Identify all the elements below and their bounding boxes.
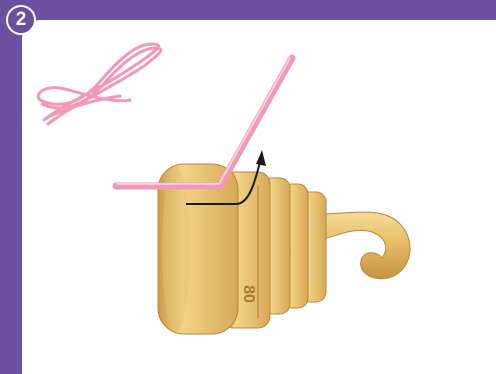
thread-loop-icon bbox=[38, 44, 161, 124]
hook bbox=[318, 212, 410, 279]
part-marking: 80 bbox=[240, 285, 257, 303]
step-number-badge: 2 bbox=[6, 5, 36, 35]
rear-collars bbox=[262, 178, 326, 314]
